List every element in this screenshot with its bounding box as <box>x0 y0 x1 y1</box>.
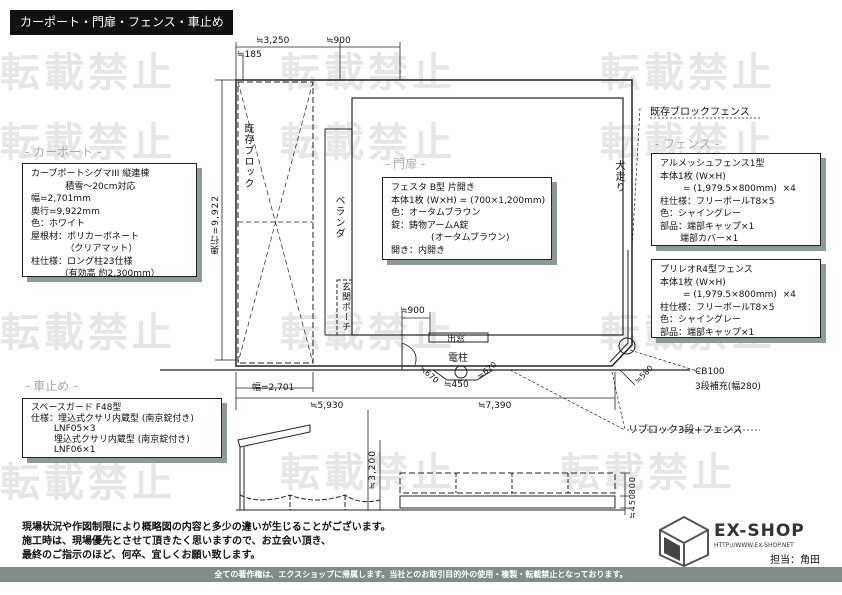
watermark: 転載禁止 <box>600 50 776 96</box>
dim-185: ≒185 <box>237 50 262 60</box>
dim-800: 800 <box>628 476 637 495</box>
existing-block-fence-label: 既存ブロックフェンス <box>650 107 750 118</box>
veranda-label: ベランダ <box>333 195 344 239</box>
stopper-spec-box: スペースガード F48型仕様：埋込式クサリ内蔵型 (南京錠付き) LNF05×3… <box>22 398 222 458</box>
watermark: 転載禁止 <box>280 50 456 96</box>
walkway-label: 犬走り <box>613 160 624 193</box>
dim-5930: ≒5,930 <box>310 401 344 411</box>
fence-spec-box-1: アルメッシュフェンス1型本体1枚 (W×H) = (1,979.5×800mm)… <box>651 153 821 246</box>
cb100-label: CB100 <box>695 367 725 377</box>
logo-url: HTTP://WWW.EX-SHOP.NET <box>714 542 794 549</box>
watermark: 転載禁止 <box>0 120 176 166</box>
dim-7390: ≒7,390 <box>478 401 512 411</box>
section-label-carport: - カーポート - <box>25 145 102 159</box>
section-label-stopper: - 車止め - <box>25 379 78 393</box>
dim-depth: 奥行=9,922 <box>211 195 221 255</box>
existing-block-label: 既存ブロック <box>242 123 253 189</box>
section-label-gate: - 門扉 - <box>385 157 426 171</box>
dim-3250: ≒3,250 <box>256 36 290 46</box>
dim-900-top: ≒900 <box>326 36 351 46</box>
cb100-sub-label: 3段補充(幅280) <box>695 382 761 392</box>
dim-900: ≒900 <box>400 306 425 316</box>
logo-name: EX-SHOP <box>714 521 805 541</box>
watermark: 転載禁止 <box>0 50 176 96</box>
bay-window-label: 出窓 <box>447 335 466 345</box>
copyright-footer: 全ての著作権は、エクスショップに帰属します。当社とのお取引目的外の使用・複製・転… <box>0 567 842 582</box>
dim-3200: ≒3,200 <box>368 450 378 490</box>
dim-450-vertical: ≒450 <box>628 493 637 519</box>
dim-450: ≒450 <box>444 380 469 390</box>
section-label-fence: - フェンス - <box>655 137 720 151</box>
utility-pole-label: 電柱 <box>448 353 468 364</box>
watermark: 転載禁止 <box>0 310 176 356</box>
watermark: 転載禁止 <box>280 120 456 166</box>
ribblock-label: リブロック3段+フェンス <box>628 425 743 436</box>
watermark: 転載禁止 <box>560 450 736 496</box>
staff-name: 担当：角田 <box>770 555 820 566</box>
fence-spec-box-2: プリレオR4型フェンス本体1枚 (W×H) = (1,979.5×800mm) … <box>651 259 821 338</box>
disclaimer-notes: 現場状況や作図制限により概略図の内容と多少の違いが生じることがございます。施工時… <box>22 522 391 561</box>
watermark: 転載禁止 <box>0 460 176 506</box>
dim-width: 幅=2,701 <box>252 383 295 393</box>
cube-logo-icon <box>659 515 709 567</box>
porch-label: 玄関ポーチ <box>340 282 350 332</box>
ex-shop-logo: EX-SHOP HTTP://WWW.EX-SHOP.NET 担当：角田 <box>658 515 828 567</box>
page-title: カーポート・門扉・フェンス・車止め <box>10 10 233 35</box>
gate-spec-box: フェスタ B型 片開き本体1枚 (W×H) = (700×1,200mm)色：オ… <box>382 177 552 260</box>
